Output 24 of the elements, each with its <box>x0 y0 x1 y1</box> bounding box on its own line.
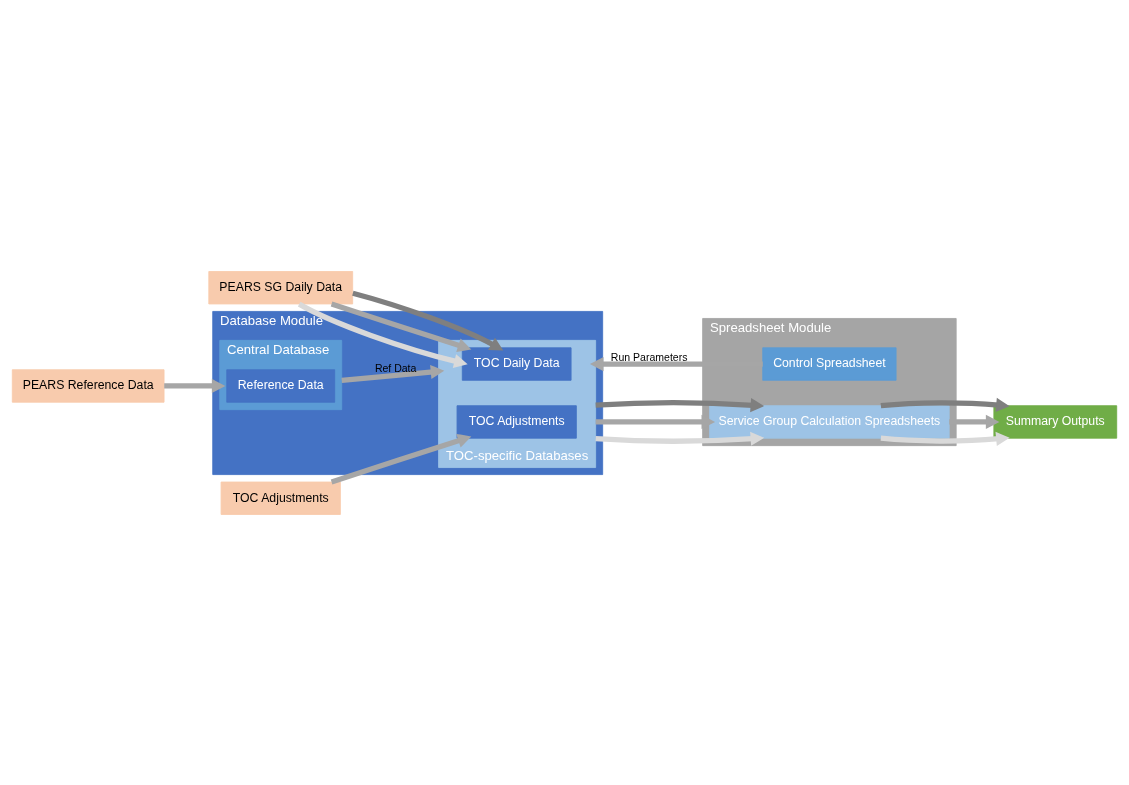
node-box: TOC Adjustments <box>456 404 577 439</box>
arrow <box>949 414 1000 429</box>
arrow <box>330 301 472 352</box>
node-box: PEARS Reference Data <box>11 368 165 403</box>
arrow <box>352 290 504 351</box>
arrow <box>590 356 763 371</box>
arrow <box>595 431 765 446</box>
node-box: PEARS SG Daily Data <box>208 270 354 304</box>
node-box: Control Spreadsheet <box>762 346 897 381</box>
arrow <box>297 301 468 368</box>
arrow <box>164 378 226 393</box>
node-box: TOC Adjustments <box>220 481 341 515</box>
arrow <box>330 433 472 484</box>
edge-label: Run Parameters <box>610 350 688 363</box>
node-box: TOC Daily Data <box>461 346 572 381</box>
arrow <box>880 397 1010 412</box>
edge-label: Ref Data <box>374 361 417 374</box>
node-box: Reference Data <box>226 368 336 403</box>
arrow <box>341 364 445 383</box>
node-box: Service Group Calculation Spreadsheets <box>709 404 950 439</box>
arrow <box>595 414 716 429</box>
arrow <box>595 397 765 412</box>
node-box: Summary Outputs <box>993 404 1118 439</box>
arrow <box>880 431 1010 446</box>
